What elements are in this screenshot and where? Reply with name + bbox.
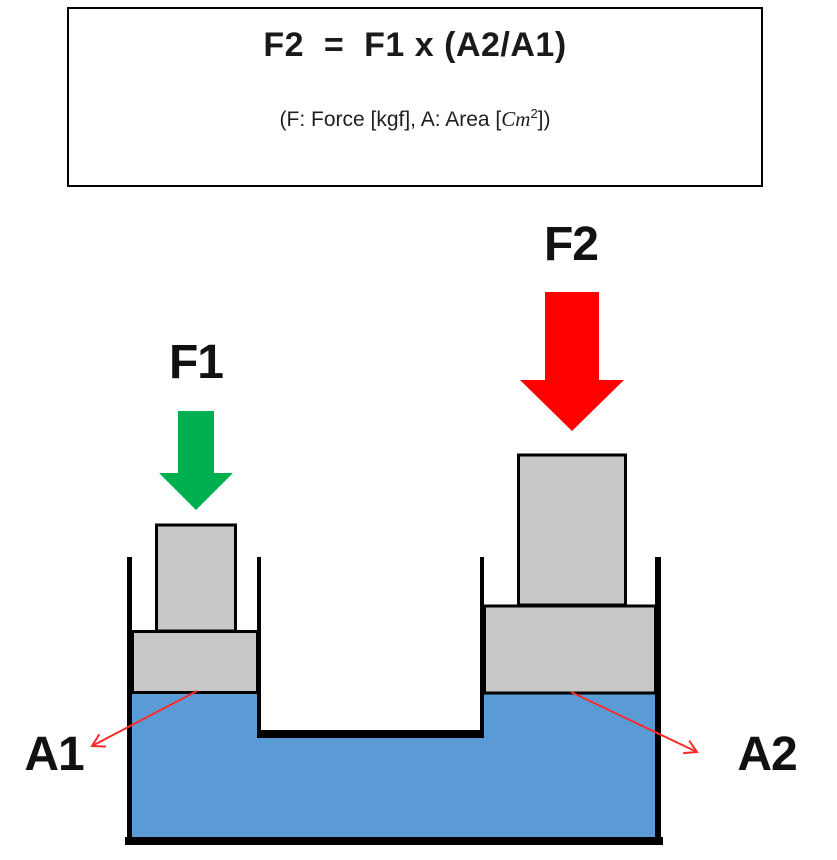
- water-bottom-channel: [130, 735, 659, 839]
- force-f2-label: F2: [543, 218, 599, 271]
- formula-text: F2 = F1 x (A2/A1): [263, 26, 567, 64]
- area-a1-pointer-icon: [90, 690, 198, 748]
- units-exponent: 2: [530, 106, 538, 121]
- small-piston-head: [131, 630, 259, 694]
- area-a2-pointer-icon: [570, 691, 699, 755]
- formula-units: (F: Force [kgf], A: Area [Cm2]): [69, 101, 761, 133]
- area-a2-label: A2: [737, 728, 797, 781]
- force-f2-arrow-icon: [520, 292, 624, 431]
- units-suffix: ]): [537, 108, 551, 131]
- right-inner-wall: [480, 557, 484, 738]
- force-f1-label: F1: [168, 336, 224, 389]
- formula-box: F2 = F1 x (A2/A1) (F: Force [kgf], A: Ar…: [67, 7, 763, 187]
- large-piston-rod: [517, 453, 627, 607]
- large-piston-head: [483, 604, 657, 695]
- channel-top-wall: [257, 730, 484, 738]
- left-inner-wall: [257, 557, 261, 738]
- units-prefix: (F: Force [kgf], A: Area [: [279, 108, 502, 131]
- force-f1-arrow-icon: [159, 411, 233, 510]
- area-a1-label: A1: [24, 728, 84, 781]
- right-outer-wall: [655, 557, 661, 843]
- container-bottom-wall: [125, 837, 663, 845]
- small-piston-rod: [155, 523, 237, 633]
- left-outer-wall: [127, 557, 132, 843]
- units-symbol: Cm: [501, 107, 531, 131]
